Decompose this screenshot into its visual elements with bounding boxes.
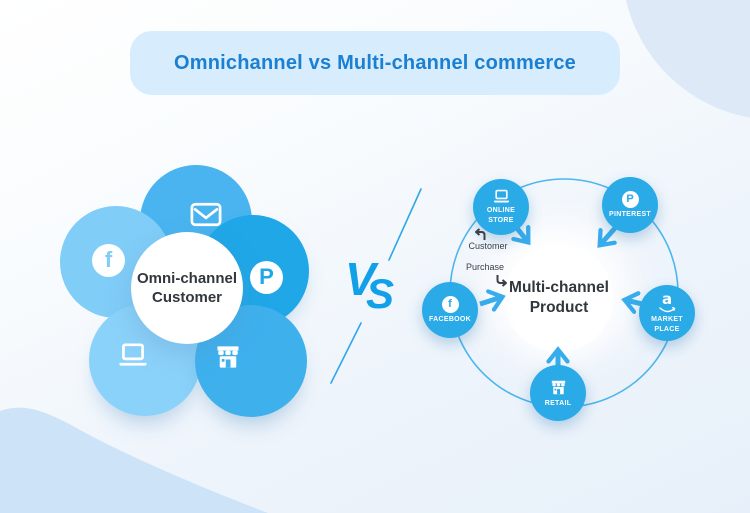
multichannel-center-label: Multi-channel Product xyxy=(509,278,609,316)
multichannel-center: Multi-channel Product xyxy=(505,244,613,352)
customer-flow-label: Customer xyxy=(468,241,508,251)
store-icon xyxy=(213,342,243,372)
node-retail: RETAIL xyxy=(530,365,586,421)
vs-divider-lines xyxy=(330,188,422,384)
facebook-letter: f xyxy=(104,246,113,272)
node-marketplace: a MARKET PLACE xyxy=(639,285,695,341)
pinterest-icon: P xyxy=(621,190,639,208)
node-label: ONLINE STORE xyxy=(486,207,516,224)
node-label: RETAIL xyxy=(544,399,572,407)
email-icon xyxy=(190,202,222,227)
pinterest-letter: P xyxy=(626,192,634,205)
omnichannel-center: Omni-channel Customer xyxy=(131,232,243,344)
purchase-flow-arrow-icon xyxy=(496,275,507,287)
vs-letter-s: S xyxy=(366,270,395,317)
decor-blob-top-right xyxy=(622,0,750,120)
node-label: MARKET PLACE xyxy=(651,316,683,333)
store-icon xyxy=(551,380,565,395)
decor-blob-bottom-left xyxy=(0,407,268,513)
laptop-icon xyxy=(493,190,509,203)
amazon-letter: a xyxy=(661,290,673,309)
facebook-icon: f xyxy=(92,244,125,277)
facebook-icon: f xyxy=(441,295,459,313)
node-facebook: f FACEBOOK xyxy=(422,282,478,338)
node-pinterest: P PINTEREST xyxy=(602,177,658,233)
arrow-facebook xyxy=(479,297,502,304)
node-label: FACEBOOK xyxy=(428,315,472,323)
page-title: Omnichannel vs Multi-channel commerce xyxy=(174,51,576,74)
pinterest-icon: P xyxy=(250,261,283,294)
customer-flow-arrow-icon xyxy=(475,228,486,240)
node-online-store: ONLINE STORE xyxy=(473,179,529,235)
vs-letter-v: V xyxy=(345,253,376,305)
laptop-icon xyxy=(116,342,150,369)
pinterest-letter: P xyxy=(259,263,274,289)
arrow-pinterest xyxy=(600,225,618,245)
omnichannel-center-label: Omni-channel Customer xyxy=(136,269,237,307)
title-banner: Omnichannel vs Multi-channel commerce xyxy=(130,31,620,95)
node-label: PINTEREST xyxy=(609,210,651,218)
amazon-icon: a xyxy=(658,290,676,313)
facebook-letter: f xyxy=(448,297,452,310)
purchase-flow-label: Purchase xyxy=(465,262,505,272)
